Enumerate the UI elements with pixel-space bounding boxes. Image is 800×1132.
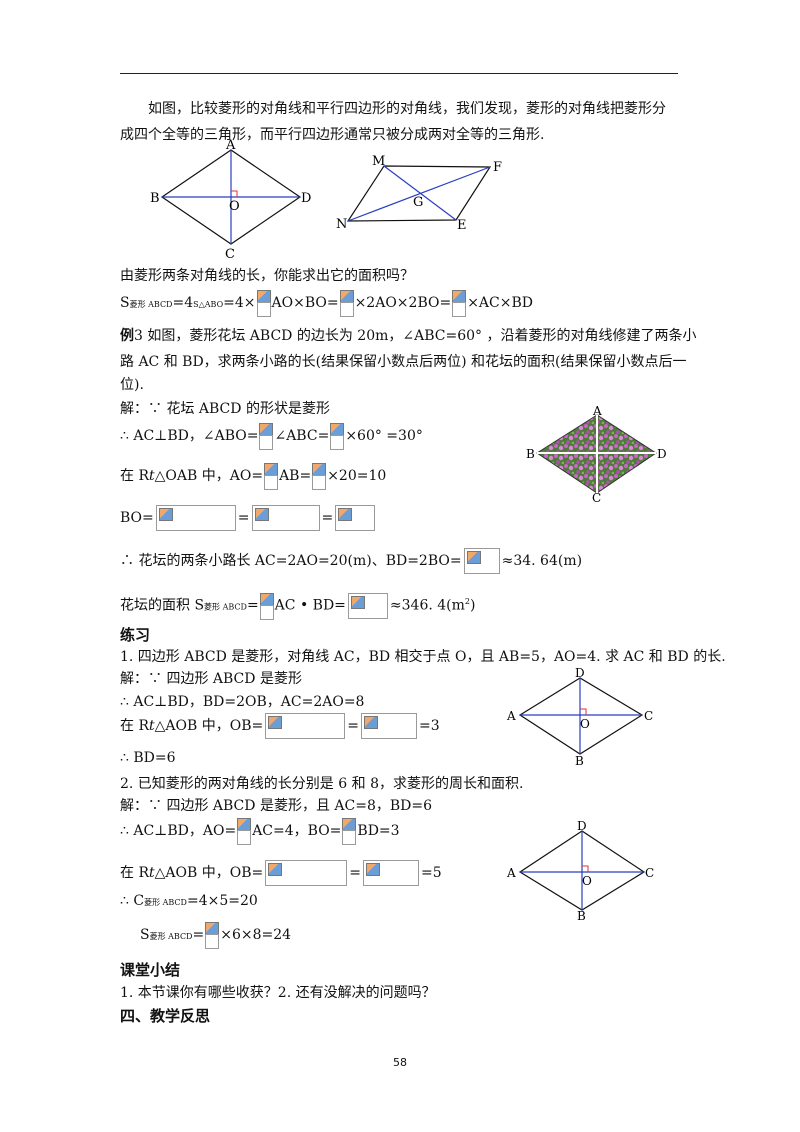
solution1-line-1: 解：∵ 花坛 ABCD 的形状是菱形	[120, 401, 330, 417]
fig2-label-g: G	[413, 195, 423, 210]
practice-2-solution-4: ∴ C菱形 ABCD=4×5=20	[120, 893, 258, 909]
practice-1-question: 1. 四边形 ABCD 是菱形，对角线 AC，BD 相交于点 O，且 AB=5，…	[120, 649, 726, 665]
formula-image-box	[155, 505, 236, 531]
fig4-label-d: D	[577, 819, 587, 833]
formula-s-sub: 菱形 ABCD	[129, 300, 173, 309]
formula-part3: ×2AO×2BO=	[354, 295, 452, 311]
intro-line-2: 成四个全等的三角形，而平行四边形通常只被分成两对全等的三角形.	[120, 127, 545, 143]
formula-image-icon	[259, 423, 274, 450]
practice-2-solution-1: 解：∵ 四边形 ABCD 是菱形，且 AC=8，BD=6	[120, 798, 433, 814]
rhombus-figure-1: A B C D O	[150, 138, 311, 260]
solution1-line-4: BO===	[120, 505, 377, 531]
example-line-3: 位).	[120, 377, 144, 393]
practice-2-solution-3: 在 Rt△AOB 中，OB===5	[120, 860, 442, 886]
solution1-line-5: ∴ 花坛的两条小路长 AC=2AO=20(m)、BD=2BO=≈34. 64(m…	[120, 548, 582, 574]
area-formula: S菱形 ABCD=4S△ABO=4× AO×BO= ×2AO×2BO= ×AC×BD	[120, 289, 533, 319]
fig3-label-o: O	[580, 717, 590, 731]
formula-image-box	[347, 592, 388, 619]
formula-image-box	[335, 505, 376, 531]
area-question: 由菱形两条对角线的长，你能求出它的面积吗？	[120, 268, 414, 284]
formula-eq2: =4×	[223, 295, 256, 311]
practice-heading: 练习	[120, 626, 151, 644]
formula-s2-sub: S△ABO	[193, 300, 224, 309]
formula-image-icon	[237, 818, 252, 845]
formula-s: S	[120, 295, 130, 311]
fig3-label-b: B	[575, 754, 584, 768]
formula-image-box	[362, 860, 419, 886]
practice-2-question: 2. 已知菱形的两对角线的长分别是 6 和 8，求菱形的周长和面积.	[120, 776, 524, 792]
example-line-1: 例3 如图，菱形花坛 ABCD 的边长为 20m，∠ABC=60° ，沿着菱形的…	[120, 328, 697, 344]
solution1-line-2: ∴ AC⊥BD，∠ABO=∠ABC=×60° =30°	[120, 422, 423, 450]
formula-image-icon	[342, 818, 357, 845]
practice-1-solution-4: ∴ BD=6	[120, 750, 176, 766]
garden-label-c: C	[592, 491, 601, 504]
intro-line-1: 如图，比较菱形的对角线和平行四边形的对角线，我们发现，菱形的对角线把菱形分	[148, 101, 666, 117]
fig3-label-d: D	[575, 666, 585, 680]
summary-text: 1. 本节课你有哪些收获？2. 还有没解决的问题吗？	[120, 985, 436, 1001]
fig1-label-a: A	[225, 138, 236, 153]
practice-1-solution-1: 解：∵ 四边形 ABCD 是菱形	[120, 671, 302, 687]
formula-part2: AO×BO=	[271, 295, 339, 311]
garden-label-a: A	[592, 404, 602, 418]
formula-image-icon	[452, 290, 467, 317]
formula-image-box	[265, 713, 346, 739]
formula-image-icon	[264, 463, 279, 490]
practice-1-solution-2: ∴ AC⊥BD，BD=2OB，AC=2AO=8	[120, 694, 365, 710]
parallelogram-figure: M F G N E	[336, 154, 502, 233]
fig1-label-o: O	[229, 199, 240, 214]
formula-image-box	[360, 713, 417, 739]
solution1-line-6: 花坛的面积 S菱形 ABCD=AC • BD=≈346. 4(m2)	[120, 588, 475, 622]
formula-image-box	[265, 860, 348, 886]
practice-1-solution-3: 在 Rt△AOB 中，OB===3	[120, 713, 440, 739]
solution1-line-3: 在 Rt△OAB 中，AO=AB=×20=10	[120, 462, 386, 490]
practice-2-solution-5: S菱形 ABCD=×6×8=24	[140, 921, 291, 951]
formula-image-icon	[339, 290, 354, 317]
example-line-2: 路 AC 和 BD，求两条小路的长(结果保留小数点后两位) 和花坛的面积(结果保…	[120, 354, 687, 370]
formula-image-icon	[256, 290, 271, 317]
fig4-label-c: C	[645, 866, 654, 880]
rhombus-figure-4: D A C O B	[506, 819, 654, 922]
fig3-label-c: C	[644, 709, 653, 723]
fig4-label-b: B	[577, 909, 586, 922]
header-rule	[120, 73, 678, 74]
formula-image-box	[251, 505, 320, 531]
example-label: 例	[120, 328, 134, 344]
fig2-label-n: N	[336, 217, 347, 232]
formula-image-icon	[205, 922, 220, 949]
garden-label-b: B	[526, 447, 535, 461]
fig4-label-a: A	[506, 866, 516, 880]
formula-part4: ×AC×BD	[467, 295, 533, 311]
garden-label-d: D	[657, 447, 667, 461]
practice-2-solution-2: ∴ AC⊥BD，AO=AC=4，BO=BD=3	[120, 817, 400, 845]
summary-heading: 课堂小结	[120, 961, 181, 979]
fig1-label-c: C	[225, 247, 235, 260]
fig2-label-f: F	[493, 160, 502, 175]
formula-eq1: =4	[172, 295, 194, 311]
fig2-label-m: M	[372, 154, 385, 169]
fig4-label-o: O	[582, 874, 592, 888]
fig1-label-d: D	[301, 191, 311, 206]
formula-image-box	[463, 548, 500, 574]
fig2-label-e: E	[457, 218, 467, 233]
formula-image-icon	[312, 463, 327, 490]
formula-image-icon	[330, 423, 345, 450]
fig1-label-b: B	[150, 191, 160, 206]
reflection-heading: 四、教学反思	[120, 1007, 211, 1025]
fig3-label-a: A	[506, 709, 516, 723]
formula-image-icon	[259, 592, 274, 620]
flower-garden-figure: A B C D	[526, 404, 667, 504]
rhombus-figure-3: D A C O B	[506, 666, 653, 768]
page-number: 58	[393, 1056, 407, 1069]
